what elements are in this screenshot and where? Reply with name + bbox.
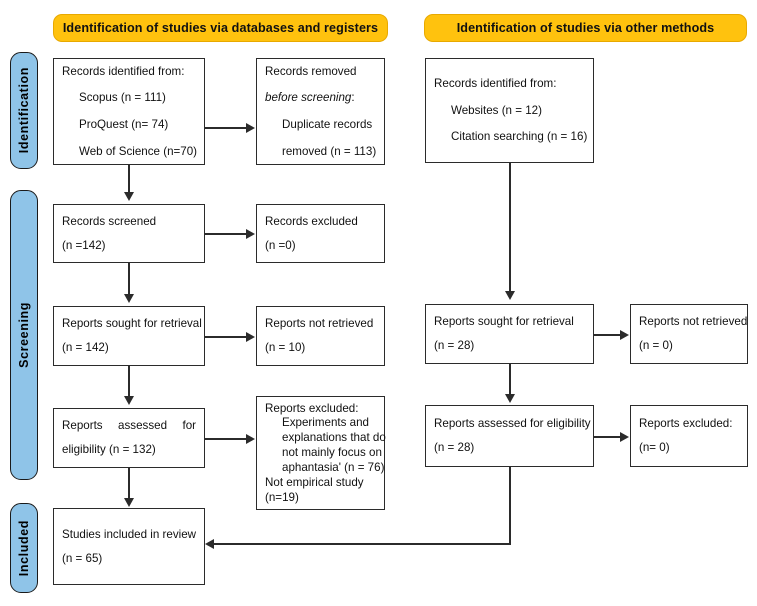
records-removed-line-1: Records removed [265,64,357,78]
reports-excluded-title: Reports excluded: [265,401,359,415]
banner-databases-label: Identification of studies via databases … [62,21,379,35]
other-reports-not-retrieved-line-2: (n = 0) [639,339,673,352]
arrowhead-sought-to-assessed [124,396,134,405]
banner-other-label: Identification of studies via other meth… [456,21,715,35]
box-studies-included-in-review: Studies included in review (n = 65) [53,508,205,585]
connector-other-identified-to-sought [509,163,511,293]
reports-excluded-reason-line-5: Not empirical study [265,475,364,489]
connector-identified-to-screened [128,165,130,195]
connector-other-sought-to-assessed [509,364,511,397]
reports-excluded-reason-line-3: not mainly focus on [282,446,382,460]
arrowhead-other-assessed-to-excluded [620,432,629,442]
studies-included-line-1: Studies included in review [62,527,197,541]
arrowhead-sought-to-not-retrieved [246,332,255,342]
stage-label-included: Included [17,519,31,577]
records-identified-source-proquest: ProQuest (n= 74) [79,118,169,131]
records-identified-source-scopus: Scopus (n = 111) [79,91,166,105]
arrowhead-screened-to-sought [124,294,134,303]
other-reports-assessed-line-1: Reports assessed for eligibility [434,417,591,431]
other-reports-not-retrieved-line-1: Reports not retrieved [639,315,748,329]
records-removed-line-4: removed (n = 113) [282,144,377,158]
records-identified-source-wos: Web of Science (n=70) [79,144,198,158]
reports-excluded-reason-line-2: explanations that do [282,431,386,445]
arrowhead-other-sought-to-assessed [505,394,515,403]
connector-screened-to-excluded [205,233,247,235]
arrowhead-screened-to-excluded [246,229,255,239]
reports-not-retrieved-line-1: Reports not retrieved [265,317,374,331]
reports-assessed-word-assessed: assessed [118,419,168,433]
reports-assessed-line-2: eligibility (n = 132) [62,443,156,456]
records-identified-title: Records identified from: [62,64,185,78]
arrowhead-other-assessed-to-included [205,539,214,549]
arrowhead-other-sought-to-not-retrieved [620,330,629,340]
other-reports-excluded-line-2: (n= 0) [639,441,670,454]
connector-other-assessed-to-included-horizontal [213,543,511,545]
other-records-identified-source-citation-searching: Citation searching (n = 16) [451,130,588,144]
box-records-removed-before-screening: Records removed before screening: Duplic… [256,58,385,165]
box-reports-excluded-with-reasons: Reports excluded: Experiments and explan… [256,396,386,510]
other-reports-sought-line-1: Reports sought for retrieval [434,315,574,329]
records-removed-line-2: before screening: [265,92,376,104]
connector-sought-to-assessed [128,366,130,399]
connector-sought-to-not-retrieved [205,336,247,338]
studies-included-line-2: (n = 65) [62,551,103,565]
connector-other-sought-to-not-retrieved [594,334,621,336]
reports-excluded-reason-line-6: (n=19) [265,490,299,504]
box-other-reports-excluded: Reports excluded: (n= 0) [630,405,748,467]
reports-sought-line-1: Reports sought for retrieval [62,317,202,331]
records-screened-line-2: (n =142) [62,238,106,252]
stage-label-identification: Identification [17,67,31,154]
box-other-reports-not-retrieved: Reports not retrieved (n = 0) [630,304,748,364]
reports-assessed-word-for: for [182,419,196,433]
stage-pill-identification: Identification [10,52,38,169]
arrowhead-assessed-to-excluded [246,434,255,444]
box-other-reports-sought-for-retrieval: Reports sought for retrieval (n = 28) [425,304,594,364]
reports-sought-line-2: (n = 142) [62,341,109,354]
box-reports-not-retrieved: Reports not retrieved (n = 10) [256,306,385,366]
records-screened-line-1: Records screened [62,214,157,228]
reports-assessed-line-1: Reports assessed for [62,420,196,432]
other-reports-assessed-line-2: (n = 28) [434,441,475,454]
box-other-reports-assessed-for-eligibility: Reports assessed for eligibility (n = 28… [425,405,594,467]
box-reports-sought-for-retrieval: Reports sought for retrieval (n = 142) [53,306,205,366]
connector-screened-to-sought [128,263,130,296]
reports-excluded-reason-line-4: aphantasia' (n = 76) [282,461,385,475]
reports-assessed-word-reports: Reports [62,419,103,433]
arrowhead-other-identified-to-sought [505,291,515,300]
connector-other-assessed-to-included-vertical [509,467,511,544]
box-records-excluded: Records excluded (n =0) [256,204,385,263]
records-excluded-line-2: (n =0) [265,238,296,252]
box-records-screened: Records screened (n =142) [53,204,205,263]
box-records-identified-databases: Records identified from: Scopus (n = 111… [53,58,205,165]
arrowhead-assessed-to-included [124,498,134,507]
other-records-identified-title: Records identified from: [434,77,557,91]
records-removed-colon: : [351,91,355,105]
box-records-identified-other-methods: Records identified from: Websites (n = 1… [425,58,594,163]
other-reports-sought-line-2: (n = 28) [434,339,475,352]
reports-excluded-reason-line-1: Experiments and [282,416,369,430]
reports-not-retrieved-line-2: (n = 10) [265,341,306,354]
connector-assessed-to-included [128,468,130,501]
connector-other-assessed-to-excluded [594,436,621,438]
box-reports-assessed-for-eligibility: Reports assessed for eligibility (n = 13… [53,408,205,468]
records-removed-line-3: Duplicate records [282,118,373,131]
stage-pill-included: Included [10,503,38,593]
stage-pill-screening: Screening [10,190,38,480]
stage-label-screening: Screening [17,302,31,368]
records-removed-before-screening-emphasis: before screening [265,91,352,105]
other-records-identified-source-websites: Websites (n = 12) [451,103,542,117]
other-reports-excluded-line-1: Reports excluded: [639,417,733,431]
banner-other-methods: Identification of studies via other meth… [424,14,747,42]
connector-identified-to-removed [205,127,247,129]
arrowhead-identified-to-removed [246,123,255,133]
connector-assessed-to-excluded [205,438,247,440]
arrowhead-identified-to-screened [124,192,134,201]
banner-databases-and-registers: Identification of studies via databases … [53,14,388,42]
records-excluded-line-1: Records excluded [265,214,358,228]
